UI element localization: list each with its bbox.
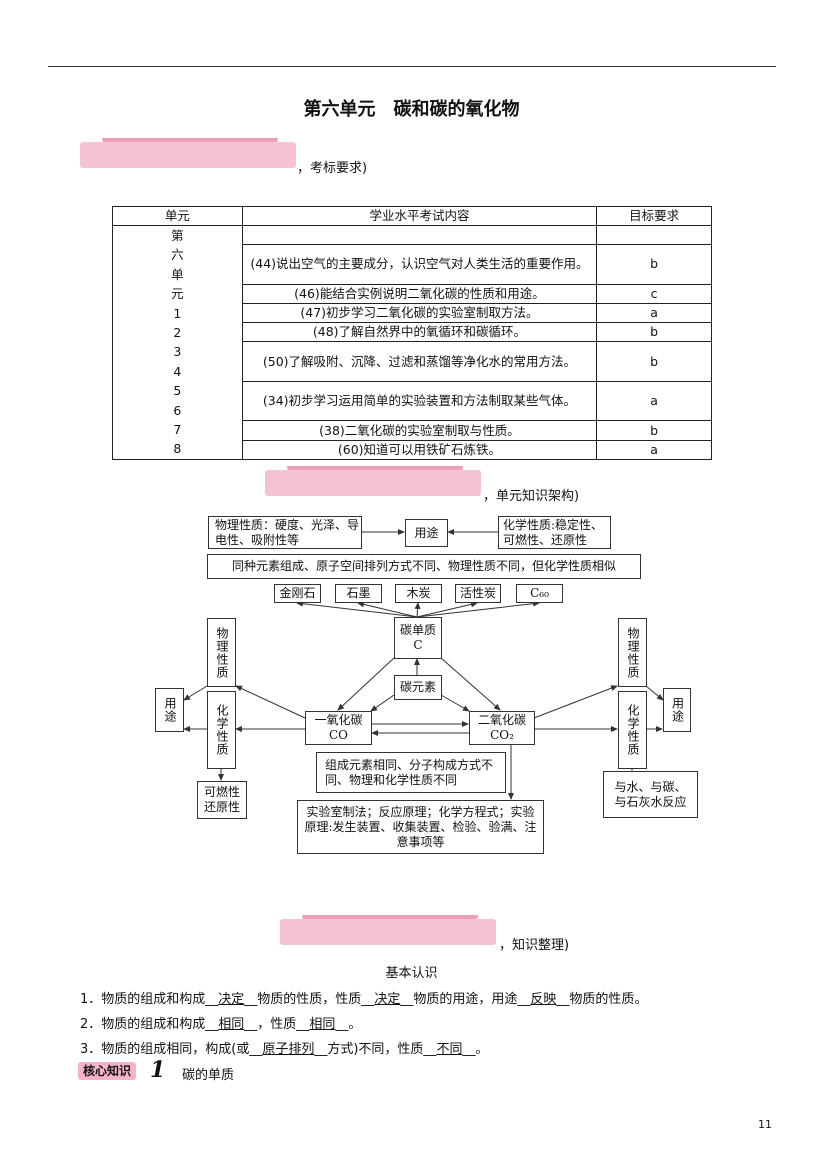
section-banner xyxy=(80,138,300,168)
unit-char: 7 xyxy=(173,422,182,438)
core-title: 碳的单质 xyxy=(182,1068,235,1083)
co-name: 一氧化碳 xyxy=(314,713,363,727)
table-cell: a xyxy=(596,380,712,422)
section-label: ，知识整理) xyxy=(499,938,570,953)
right-uses-box: 用途 xyxy=(663,688,691,732)
core-number: 1 xyxy=(150,1057,166,1083)
unit-cell: 第六单元 1 2 3 4 5 6 7 8 xyxy=(112,225,243,460)
unit-char: 单 xyxy=(171,266,184,282)
uses-box: 用途 xyxy=(405,519,448,547)
right-chemical-box: 化学性质 xyxy=(618,691,647,769)
table-cell: (50)了解吸附、沉降、过滤和蒸馏等净化水的常用方法。 xyxy=(241,341,598,382)
co2-name: 二氧化碳 xyxy=(477,713,526,727)
knowledge-line-3: 3．物质的组成相同，构成(或__原子排列__方式)不同，性质__不同__。 xyxy=(80,1042,489,1057)
section-banner xyxy=(265,466,485,496)
carbon-element-box: 碳元素 xyxy=(394,675,442,700)
unit-char: 3 xyxy=(173,344,182,360)
allotrope-box: C₆₀ xyxy=(516,584,563,603)
table-header: 单元 xyxy=(112,206,243,226)
left-chemical-box: 化学性质 xyxy=(207,691,236,769)
unit-char: 2 xyxy=(173,325,182,341)
section-label: ，单元知识架构) xyxy=(483,489,580,504)
lab-note-box: 实验室制法；反应原理；化学方程式；实验原理:发生装置、收集装置、检验、验满、注意… xyxy=(297,800,544,854)
allotrope-box: 石墨 xyxy=(335,584,382,603)
page-number: 11 xyxy=(758,1118,772,1131)
knowledge-line-2: 2．物质的组成和构成__相同__，性质__相同__。 xyxy=(80,1017,362,1032)
carbon-simple-label: 碳单质 xyxy=(399,623,436,637)
table-cell: (44)说出空气的主要成分，认识空气对人类生活的重要作用。 xyxy=(241,244,598,285)
co-formula: CO xyxy=(328,728,349,742)
chemical-properties-box: 化学性质:稳定性、可燃性、还原性 xyxy=(498,516,611,549)
unit-char: 元 xyxy=(171,286,184,302)
table-cell: b xyxy=(596,341,712,382)
allotrope-box: 活性炭 xyxy=(455,584,501,603)
core-knowledge-badge: 核心知识 xyxy=(78,1062,137,1080)
right-physical-box: 物理性质 xyxy=(618,618,647,687)
section-label: ，考标要求) xyxy=(297,161,368,176)
unit-char: 8 xyxy=(173,441,182,457)
unit-char: 六 xyxy=(171,247,184,263)
unit-char: 6 xyxy=(173,402,182,418)
unit-char: 第 xyxy=(171,228,184,243)
allotrope-box: 木炭 xyxy=(395,584,442,603)
table-header: 目标要求 xyxy=(596,206,712,226)
left-chem-result-box: 可燃性还原性 xyxy=(197,781,247,819)
co2-formula: CO₂ xyxy=(490,728,514,742)
page-title: 第六单元 碳和碳的氧化物 xyxy=(303,99,520,120)
knowledge-line-1: 1．物质的组成和构成__决定__物质的性质，性质__决定__物质的用途，用途__… xyxy=(80,992,648,1007)
unit-char: 1 xyxy=(173,305,182,321)
table-cell: (60)知道可以用铁矿石炼铁。 xyxy=(241,439,598,460)
co-co2-note-box: 组成元素相同、分子构成方式不同、物理和化学性质不同 xyxy=(316,752,506,793)
table-cell: b xyxy=(596,244,712,285)
table-cell: (34)初步学习运用简单的实验装置和方法制取某些气体。 xyxy=(241,380,598,422)
allotrope-box: 金刚石 xyxy=(274,584,321,603)
right-chem-result-box: 与水、与碳、与石灰水反应 xyxy=(603,771,698,818)
allotrope-note-box: 同种元素组成、原子空间排列方式不同、物理性质不同，但化学性质相似 xyxy=(207,554,641,579)
left-uses-box: 用途 xyxy=(155,688,184,732)
unit-char: 4 xyxy=(173,363,182,379)
left-physical-box: 物理性质 xyxy=(207,618,236,687)
table-cell: a xyxy=(596,439,712,460)
knowledge-heading: 基本认识 xyxy=(385,966,438,981)
physical-properties-box: 物理性质：硬度、光泽、导电性、吸附性等 xyxy=(208,516,362,549)
carbon-symbol: C xyxy=(413,638,423,652)
unit-char: 5 xyxy=(173,383,182,399)
section-banner xyxy=(280,915,500,945)
header-rule xyxy=(48,66,776,67)
